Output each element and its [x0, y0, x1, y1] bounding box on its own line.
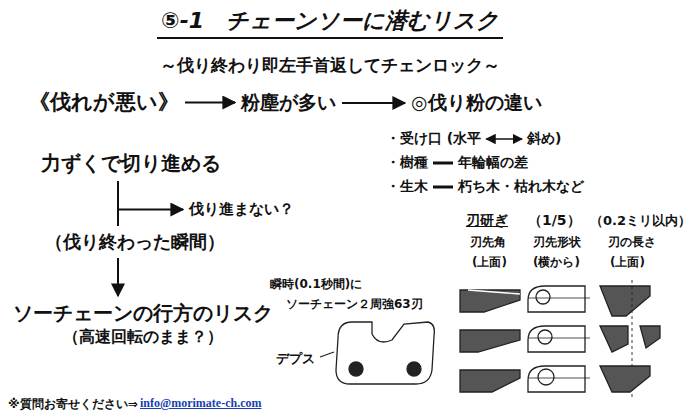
bar-line: [433, 162, 453, 165]
column-sub: 刃先角: [470, 234, 506, 251]
column-sub: 刃先形状: [533, 234, 581, 251]
text-node: 力ずくで切り進める: [38, 148, 224, 179]
edge-side: [528, 326, 585, 352]
flow-arrow: [342, 102, 405, 104]
node-text: 《伐れが悪い》: [29, 88, 179, 116]
text-node: 粉塵が多い: [238, 88, 339, 118]
text-node: （伐り終わった瞬間）: [42, 228, 228, 256]
edge-length: [640, 326, 660, 348]
edge-top: [460, 370, 520, 392]
cutter-link: [336, 322, 434, 384]
bullet-text: 斜め): [527, 130, 561, 148]
bullet: ・受け口 (水平: [386, 130, 481, 148]
node-text: ◎伐り粉の違い: [411, 90, 542, 116]
bullet: ・生木: [386, 178, 428, 196]
bullet: ・樹種: [386, 154, 428, 172]
bullet-text: 年輪幅の差: [458, 154, 528, 172]
double-arrow: [486, 138, 522, 140]
slide-title: ⑤-1 チェーンソーに潜むリスク: [157, 6, 503, 39]
rivet: [407, 362, 421, 376]
note: 瞬時(0.1秒間)に: [270, 276, 362, 293]
edge-top: [460, 330, 520, 352]
node-subtext: （高速回転のまま？）: [13, 327, 273, 348]
text-node: 《伐れが悪い》: [26, 86, 182, 118]
edge-side: [528, 286, 585, 312]
node-text: 力ずくで切り進める: [41, 150, 221, 177]
node-text: ソーチェーンの行方のリスク: [13, 300, 273, 327]
flow-arrow: [117, 181, 119, 226]
column-head: 刃研ぎ: [466, 212, 508, 230]
column-sub: 刃の長さ: [608, 234, 656, 251]
footer-email: info@morimate-ch.com: [140, 396, 261, 411]
column-head: （0.2ミリ以内）: [590, 212, 691, 230]
flow-arrow: [185, 102, 235, 104]
flow-arrow: [117, 258, 119, 296]
flow-arrow: [118, 181, 183, 210]
text-node: 伐り進まない？: [186, 198, 297, 221]
node-text: 粉塵が多い: [241, 90, 336, 116]
column-view: (上面): [472, 254, 507, 271]
column-view: (上面): [610, 254, 645, 271]
bar-line: [433, 186, 453, 189]
leader-line: [320, 352, 334, 357]
edge-length: [600, 366, 650, 392]
edge-side: [528, 366, 585, 392]
note: ソーチェーン２周強63刃: [286, 296, 423, 313]
footer: ※質問お寄せください⇒: [8, 396, 138, 413]
column-view: (横から): [533, 254, 580, 271]
text-node: ◎伐り粉の違い: [408, 88, 545, 118]
edge-top: [460, 290, 520, 312]
node-text: 伐り進まない？: [189, 200, 294, 219]
node-text: （伐り終わった瞬間）: [45, 230, 225, 254]
bullet-text: 朽ち木・枯れ木など: [458, 178, 584, 196]
rivet: [349, 362, 363, 376]
text-node: ソーチェーンの行方のリスク（高速回転のまま？）: [10, 298, 276, 350]
column-head: （1/5）: [528, 212, 581, 230]
subtitle: ～伐り終わり即左手首返してチェンロック～: [160, 54, 500, 77]
part-name: デプス: [276, 350, 315, 368]
edge-length: [600, 286, 650, 316]
